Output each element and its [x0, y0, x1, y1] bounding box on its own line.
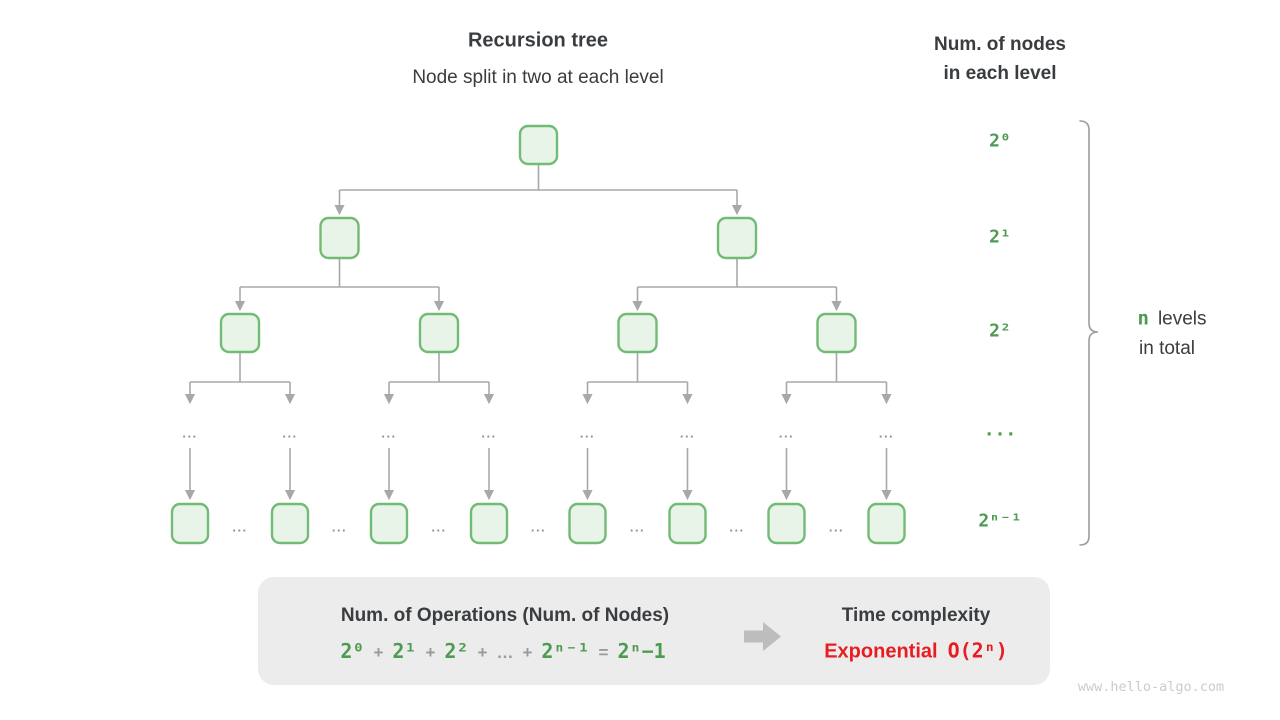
- level-count-label-n-1: 2ⁿ⁻¹: [978, 510, 1022, 532]
- levels-brace: [1079, 120, 1099, 546]
- tree-node: [170, 502, 210, 545]
- tree-node: [617, 312, 658, 354]
- right-column-title-line1: Num. of nodes: [934, 34, 1066, 55]
- level-count-label-ellipsis: ...: [983, 419, 1017, 441]
- formula-term-2-0: 2⁰: [340, 639, 365, 663]
- leaf-gap-ellipsis: ...: [629, 519, 646, 535]
- tree-ellipsis: ...: [182, 425, 198, 441]
- formula-result: 2ⁿ−1: [617, 639, 666, 663]
- tree-node: [867, 502, 906, 545]
- complexity-big-o: O(2ⁿ): [947, 638, 1008, 663]
- tree-ellipsis: ...: [381, 425, 397, 441]
- tree-node: [418, 312, 460, 354]
- watermark: www.hello-algo.com: [1077, 679, 1225, 695]
- leaf-gap-ellipsis: ...: [431, 519, 447, 535]
- tree-edges: [184, 164, 892, 501]
- formula-plus: +: [522, 643, 533, 662]
- formula-plus: +: [477, 643, 488, 662]
- leaf-gap-ellipsis: ...: [828, 519, 845, 535]
- formula-equals: =: [598, 643, 609, 662]
- level-count-label-1: 2¹: [989, 226, 1011, 248]
- time-complexity-value: Exponential O(2ⁿ): [824, 639, 1008, 664]
- tree-ellipsis: ...: [878, 425, 895, 441]
- time-complexity-title: Time complexity: [841, 605, 991, 626]
- tree-node: [568, 502, 607, 545]
- tree-nodes: [170, 124, 906, 545]
- tree-node: [716, 216, 758, 260]
- tree-ellipsis: ...: [481, 425, 497, 441]
- tree-node: [816, 312, 857, 354]
- tree-node: [767, 502, 806, 545]
- complexity-name: Exponential: [824, 640, 938, 663]
- tree-ellipsis: ...: [282, 425, 298, 441]
- tree-node: [668, 502, 707, 545]
- formula-plus: +: [425, 643, 436, 662]
- tree-node: [469, 502, 509, 545]
- levels-note-n: n: [1137, 307, 1149, 330]
- tree-node: [369, 502, 409, 545]
- leaf-gap-ellipsis: ...: [530, 519, 547, 535]
- tree-node: [219, 312, 261, 354]
- leaf-gap-ellipsis: ...: [729, 519, 745, 535]
- leaf-gap-ellipsis: ...: [331, 519, 348, 535]
- formula-term-2-1: 2¹: [392, 639, 417, 663]
- tree-node: [270, 502, 310, 545]
- level-count-label-0: 2⁰: [989, 130, 1011, 152]
- operations-formula: 2⁰ + 2¹ + 2² + … + 2ⁿ⁻¹ = 2ⁿ−1: [340, 639, 665, 663]
- tree-ellipsis: ...: [778, 425, 795, 441]
- diagram-subtitle: Node split in two at each level: [412, 67, 664, 88]
- operations-title: Num. of Operations (Num. of Nodes): [340, 605, 670, 626]
- tree-ellipsis: ...: [579, 425, 596, 441]
- formula-ellipsis: …: [496, 643, 514, 662]
- summary-box: [258, 577, 1050, 685]
- formula-plus: +: [373, 643, 384, 662]
- right-column-title-line2: in each level: [943, 63, 1057, 84]
- diagram-title: Recursion tree: [467, 29, 609, 52]
- tree-node: [518, 124, 559, 166]
- formula-term-2-n-1: 2ⁿ⁻¹: [541, 639, 590, 663]
- tree-node: [319, 216, 360, 260]
- level-count-label-2: 2²: [989, 320, 1011, 342]
- levels-note-line2: in total: [1139, 338, 1195, 359]
- leaf-gap-ellipsis: ...: [232, 519, 248, 535]
- formula-term-2-2: 2²: [444, 639, 469, 663]
- levels-note-levels: levels: [1157, 308, 1207, 330]
- tree-ellipsis: ...: [679, 425, 696, 441]
